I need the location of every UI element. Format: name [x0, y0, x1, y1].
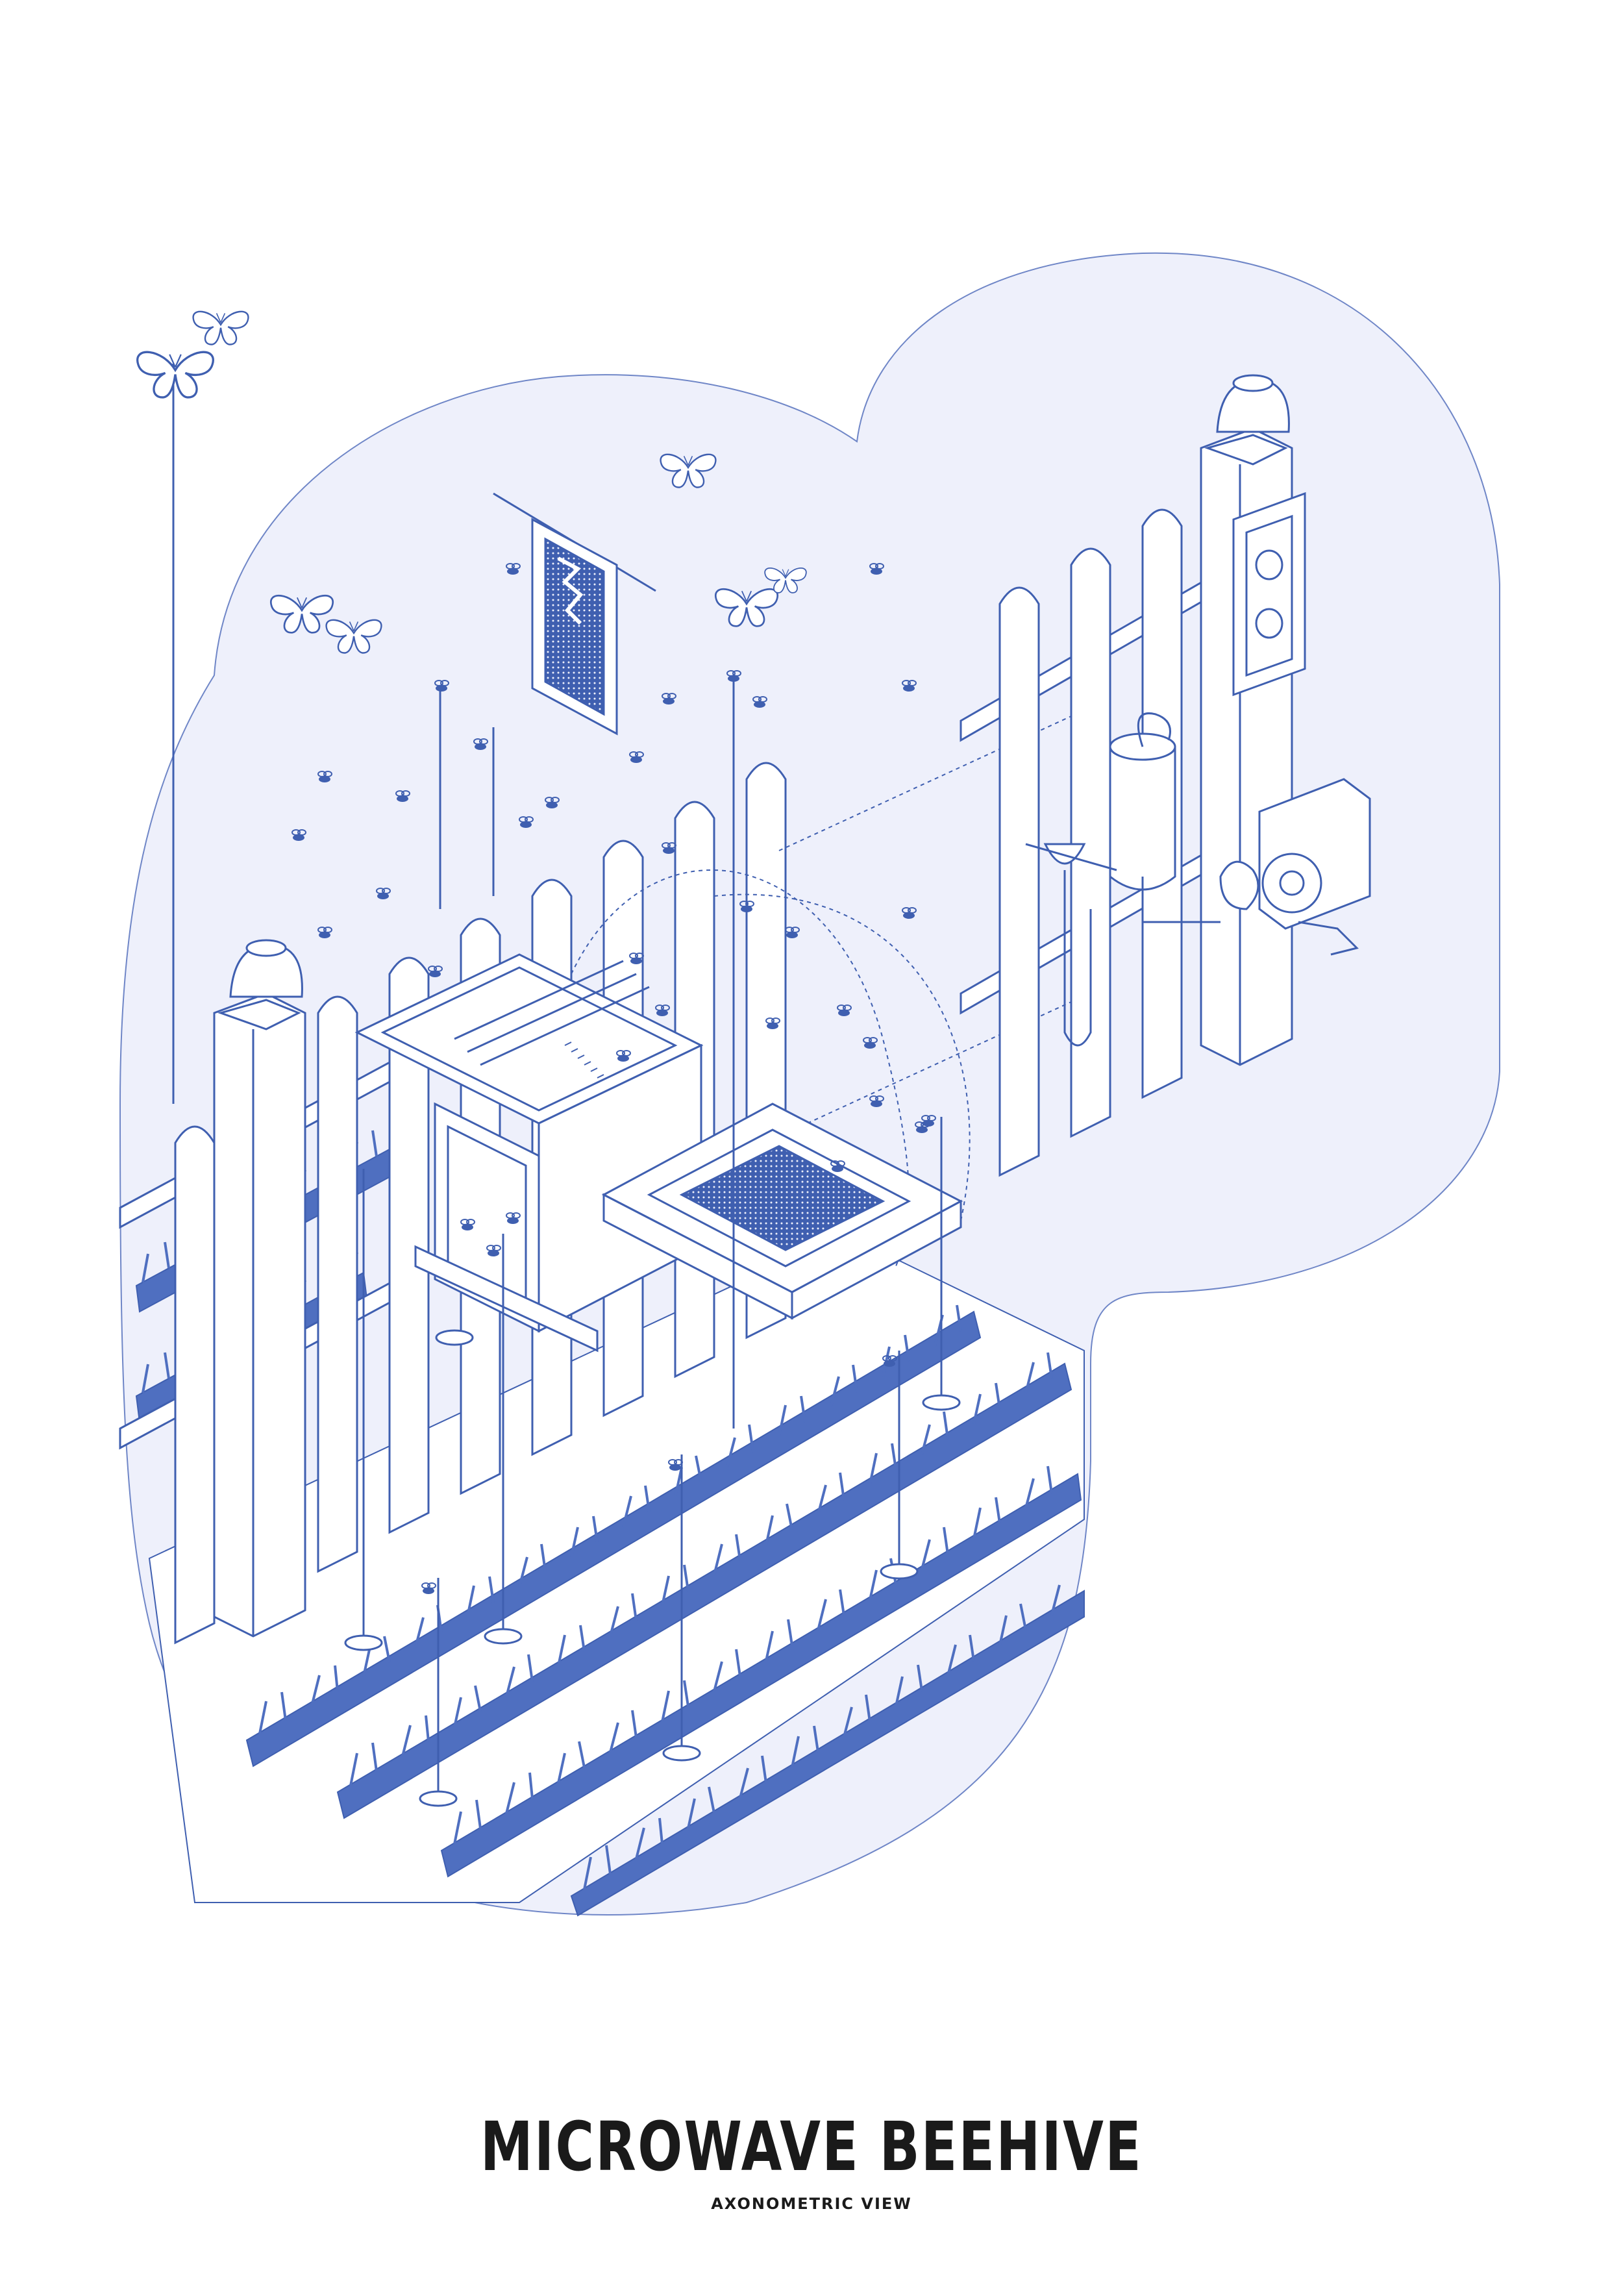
- microwave-door: [601, 1103, 963, 1320]
- poster-title: MICROWAVE BEEHIVE: [480, 2107, 1143, 2186]
- flower-marker-icon: [484, 1628, 523, 1645]
- flower-stakes: [172, 364, 961, 1807]
- poster-subtitle: AXONOMETRIC VIEW: [711, 2195, 912, 2213]
- water-tank: [1025, 712, 1220, 1047]
- control-panel: [1232, 492, 1306, 697]
- right-fence-post: [1200, 374, 1293, 1066]
- butterfly-icon: [136, 351, 214, 399]
- projection-lines: [571, 701, 1104, 1267]
- pump-knob-icon: [1255, 549, 1283, 580]
- pump-motor: [1219, 778, 1371, 956]
- left-fence-post: [213, 939, 306, 1638]
- microwave-inner-grille: [564, 1042, 604, 1079]
- bee-frame-sign: [493, 492, 656, 736]
